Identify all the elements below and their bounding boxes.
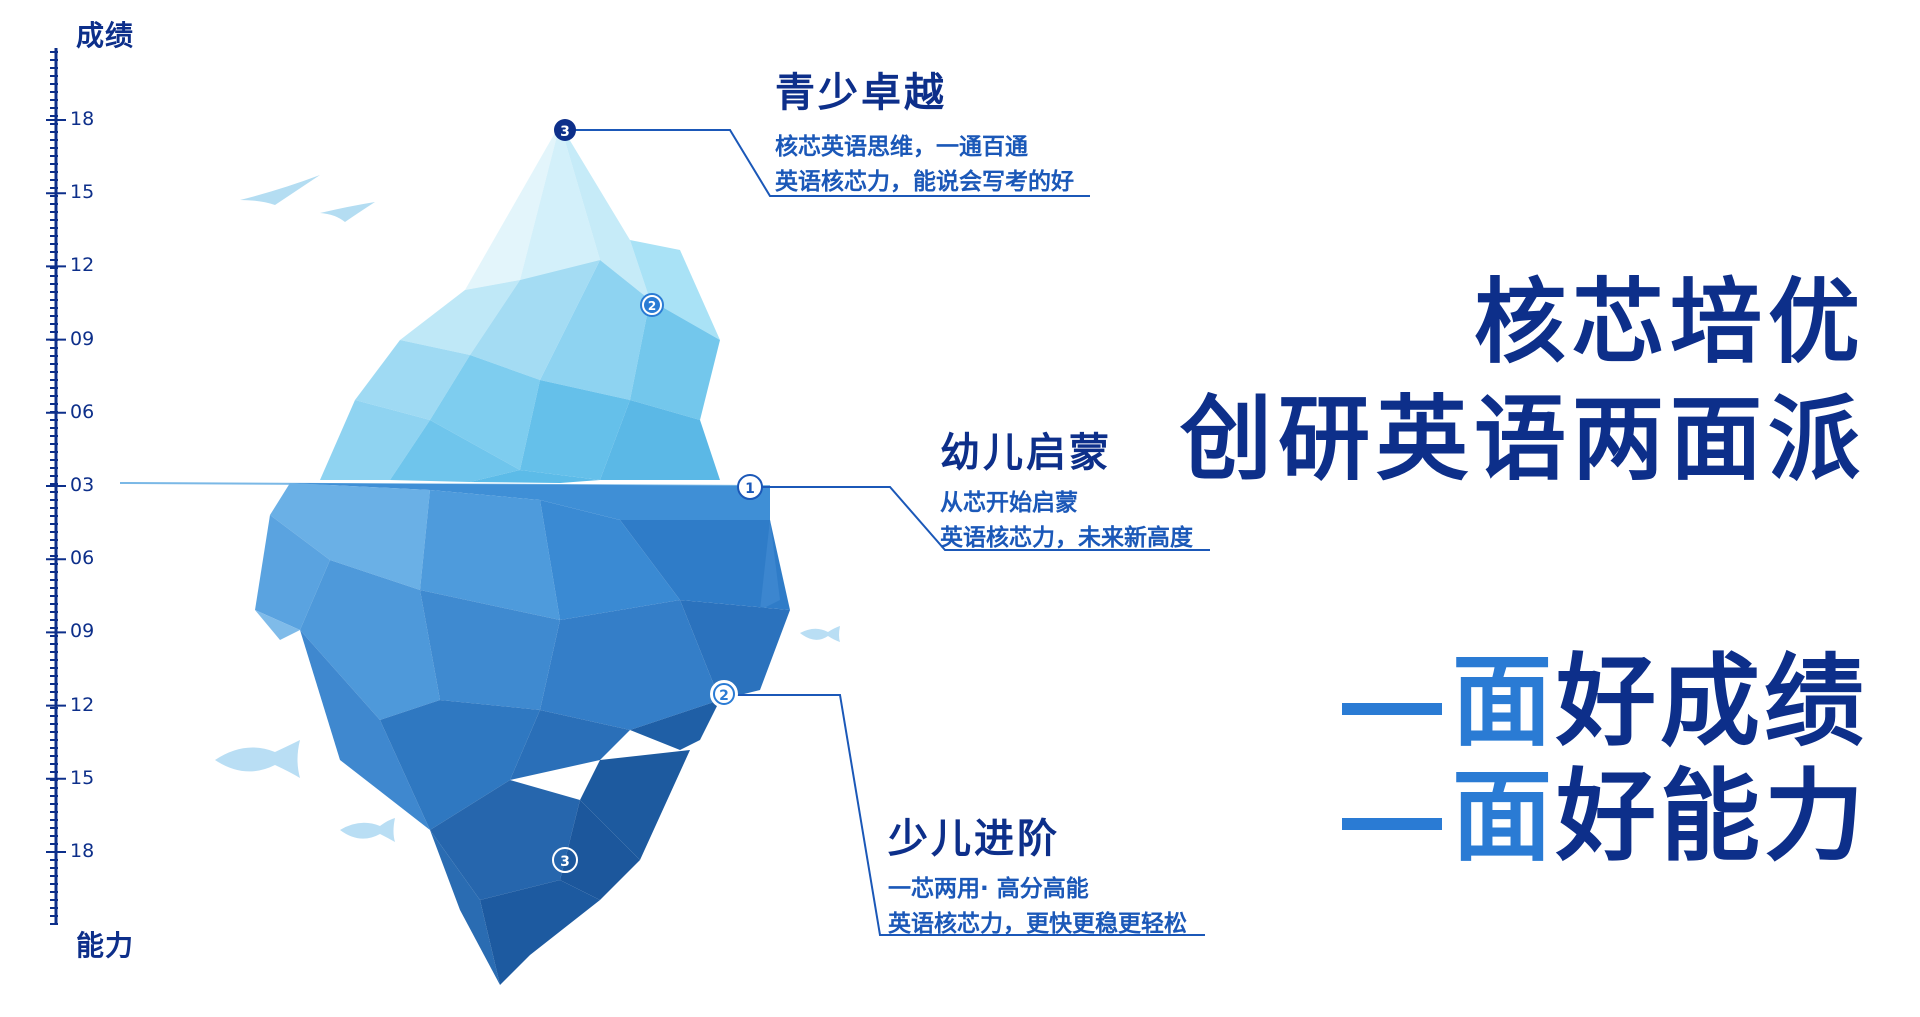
svg-text:3: 3 bbox=[560, 124, 570, 140]
connector-line-middle bbox=[760, 486, 1210, 551]
annotation-top-line-1: 核芯英语思维，一通百通 bbox=[775, 134, 1028, 160]
annotation-bottom-line-1: 一芯两用· 高分高能 bbox=[888, 876, 1089, 902]
slogan-line-2: 面好能力 bbox=[1342, 735, 1868, 880]
slogan-accent: 面 bbox=[1452, 643, 1556, 760]
slogan-line-1: 面好成绩 bbox=[1342, 620, 1868, 765]
connector-lines bbox=[573, 129, 1210, 936]
ruler-tick-label: 09 bbox=[70, 327, 95, 350]
slogan-dash bbox=[1342, 702, 1442, 715]
ruler-tick-label: 06 bbox=[70, 400, 95, 423]
annotation-middle-line-1: 从芯开始启蒙 bbox=[940, 490, 1078, 516]
marker-3-top: 3 bbox=[554, 119, 576, 141]
ruler-tick-label: 12 bbox=[70, 254, 95, 277]
headline-line-1: 核芯培优 bbox=[1473, 269, 1866, 376]
marker-3-deep: 3 bbox=[552, 847, 578, 873]
annotation-middle-title: 幼儿启蒙 bbox=[940, 430, 1112, 476]
annotation-top-title: 青少卓越 bbox=[775, 70, 947, 116]
ruler-tick-label: 03 bbox=[70, 474, 95, 496]
annotation-top-line-2: 英语核芯力，能说会写考的好 bbox=[775, 169, 1074, 195]
annotation-middle-line-2: 英语核芯力，未来新高度 bbox=[940, 525, 1193, 551]
ruler-tick-label: 18 bbox=[70, 840, 95, 862]
headline-line-2: 创研英语两面派 bbox=[1179, 386, 1866, 493]
iceberg-lower bbox=[255, 483, 790, 985]
iceberg-upper bbox=[320, 124, 720, 483]
birds-icon bbox=[240, 175, 375, 222]
marker-2-lower: 2 bbox=[710, 680, 738, 708]
ruler-tick-label: 18 bbox=[70, 108, 95, 130]
annotation-middle: 幼儿启蒙 从芯开始启蒙 英语核芯力，未来新高度 bbox=[940, 420, 1193, 556]
annotation-top: 青少卓越 核芯英语思维，一通百通 英语核芯力，能说会写考的好 bbox=[775, 60, 1074, 200]
score-ruler bbox=[46, 48, 66, 925]
ruler-top-label: 成绩 bbox=[76, 19, 135, 52]
ruler-tick-label: 15 bbox=[70, 181, 95, 204]
slogan-text: 好能力 bbox=[1556, 758, 1868, 875]
ruler-bottom-label: 能力 bbox=[76, 929, 135, 962]
svg-text:2: 2 bbox=[648, 299, 656, 313]
ruler-tick-label: 06 bbox=[70, 547, 95, 570]
connector-line-top bbox=[573, 129, 1090, 197]
slogan-accent: 面 bbox=[1452, 758, 1556, 875]
ruler-tick-label: 09 bbox=[70, 620, 95, 643]
ruler-tick-label: 12 bbox=[70, 693, 95, 716]
slogan-text: 好成绩 bbox=[1556, 643, 1868, 760]
slogan-dash bbox=[1342, 817, 1442, 830]
marker-2-upper: 2 bbox=[640, 293, 664, 317]
annotation-bottom: 少儿进阶 一芯两用· 高分高能 英语核芯力，更快更稳更轻松 bbox=[888, 806, 1187, 942]
svg-text:2: 2 bbox=[719, 688, 729, 704]
ruler-tick-label: 15 bbox=[70, 766, 95, 789]
svg-text:3: 3 bbox=[560, 854, 570, 870]
connector-line-bottom bbox=[725, 694, 1205, 936]
svg-text:1: 1 bbox=[745, 481, 755, 497]
annotation-bottom-line-2: 英语核芯力，更快更稳更轻松 bbox=[888, 911, 1187, 937]
annotation-bottom-title: 少儿进阶 bbox=[888, 816, 1060, 862]
fish-icon bbox=[215, 626, 840, 842]
marker-1-waterline: 1 bbox=[737, 474, 763, 500]
